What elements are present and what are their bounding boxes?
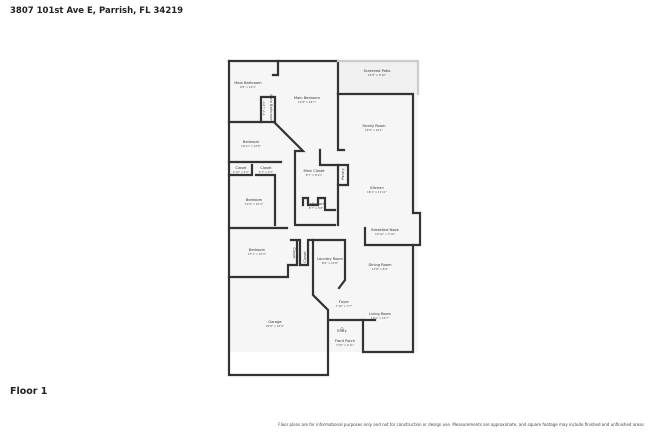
room-name: Entry (337, 329, 347, 333)
room-name: Front Porch (335, 339, 355, 343)
room-name: Bedroom (243, 140, 260, 144)
room-dims: 5'1" x 2'2" (259, 170, 274, 174)
room-name: Bathroom (307, 202, 325, 206)
room-dims: 4'10" x 2'2" (233, 170, 250, 174)
room-name: Living Room (369, 312, 392, 316)
walls (227, 59, 422, 377)
room-name: Foyer (339, 300, 349, 304)
room-name: Main Bathroom (234, 81, 262, 85)
room-dims: 14'8" x 8'4" (372, 267, 389, 271)
room-dims: 5'3" x 4'5" (262, 100, 266, 115)
room-name: Breakfast Nook (371, 228, 399, 232)
room-name: Main Closet (304, 169, 326, 173)
room-name: Main Bedroom (294, 96, 320, 100)
room-dims: 7'10" x 7'7" (336, 304, 353, 308)
room-dims: 7'10" x 4'11" (336, 343, 355, 347)
room-name: Bedroom (246, 198, 263, 202)
room-dims: 10'11" x 12'8" (241, 144, 262, 148)
entry-arrow-icon (339, 326, 345, 331)
room-name: Pantry (341, 167, 345, 179)
room-dims: 16'1" x 11'11" (367, 190, 388, 194)
listing-address: 3807 101st Ave E, Parrish, FL 34219 (10, 6, 184, 16)
room-dims: 15'8" x 5'10" (368, 73, 387, 77)
room-name: Garage (268, 320, 282, 324)
room-dims: 13'1" x 10'3" (248, 252, 267, 256)
room-name: Dining Room (369, 263, 392, 267)
room-dims: 8'7" x 8'11" (306, 173, 323, 177)
room-name: Kitchen (370, 186, 384, 190)
room-name: Closet (303, 251, 307, 263)
room-name: Closet (292, 247, 296, 259)
room-name: Bedroom (249, 248, 266, 252)
disclaimer: Floor plans are for informational purpos… (278, 422, 645, 427)
room-dims: 10'4" x 10'3" (245, 202, 264, 206)
room-dims: 8'6" x 10'8" (322, 261, 339, 265)
floor-fill (229, 61, 418, 352)
room-dims: 14'0" x 14'7" (371, 316, 390, 320)
floor-label: Floor 1 (10, 386, 48, 397)
room-dims: 13'8" x 18'7" (298, 100, 317, 104)
room-name: Closet (235, 166, 247, 170)
room-labels: Main Bathroom 9'8" x 12'1" Main Bathroom… (233, 69, 400, 347)
patio-fill (338, 61, 418, 94)
room-name: Family Room (363, 124, 386, 128)
room-dims: 8'7" x 6'8" (309, 206, 324, 210)
room-dims: 20'6" x 22'9" (266, 324, 285, 328)
room-name: Screened Patio (364, 69, 391, 73)
room-name: Main Bathroom (269, 94, 273, 122)
room-dims: 9'8" x 12'1" (240, 85, 257, 89)
room-dims: 10'10" x 7'10" (375, 232, 396, 236)
room-name: Closet (260, 166, 272, 170)
room-dims: 19'9" x 16'1" (365, 128, 384, 132)
room-name: Laundry Room (317, 257, 344, 261)
